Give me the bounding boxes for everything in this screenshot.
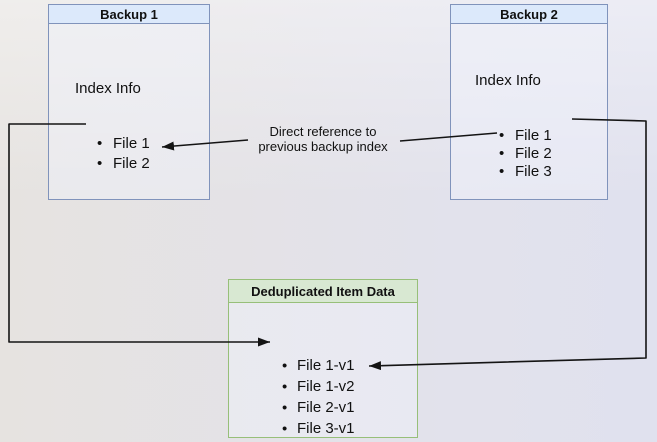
backup2-box: Backup 2 Index Info File 1 File 2 File 3 bbox=[450, 4, 608, 200]
dedup-item-list: File 1-v1 File 1-v2 File 2-v1 File 3-v1 bbox=[281, 355, 355, 439]
backup1-title: Backup 1 bbox=[49, 5, 209, 24]
dedup-box: Deduplicated Item Data File 1-v1 File 1-… bbox=[228, 279, 418, 438]
annotation-line1: Direct reference to bbox=[269, 124, 377, 139]
dedup-item: File 3-v1 bbox=[281, 418, 355, 439]
backup2-title: Backup 2 bbox=[451, 5, 607, 24]
dedup-title: Deduplicated Item Data bbox=[229, 280, 417, 303]
dedup-item: File 1-v2 bbox=[281, 376, 355, 397]
backup1-box: Backup 1 Index Info File 1 File 2 bbox=[48, 4, 210, 200]
direct-reference-annotation: Direct reference to previous backup inde… bbox=[253, 124, 393, 154]
dedup-item: File 1-v1 bbox=[281, 355, 355, 376]
backup2-index-info-label: Index Info bbox=[475, 72, 541, 89]
backup2-file-list: File 1 File 2 File 3 bbox=[498, 127, 552, 181]
backup1-index-info-label: Index Info bbox=[75, 80, 141, 97]
dedup-item: File 2-v1 bbox=[281, 397, 355, 418]
file-item: File 2 bbox=[96, 154, 150, 174]
file-item: File 1 bbox=[498, 127, 552, 145]
file-item: File 3 bbox=[498, 163, 552, 181]
file-item: File 2 bbox=[498, 145, 552, 163]
annotation-line2: previous backup index bbox=[258, 139, 388, 154]
file-item: File 1 bbox=[96, 134, 150, 154]
backup1-file-list: File 1 File 2 bbox=[96, 134, 150, 174]
